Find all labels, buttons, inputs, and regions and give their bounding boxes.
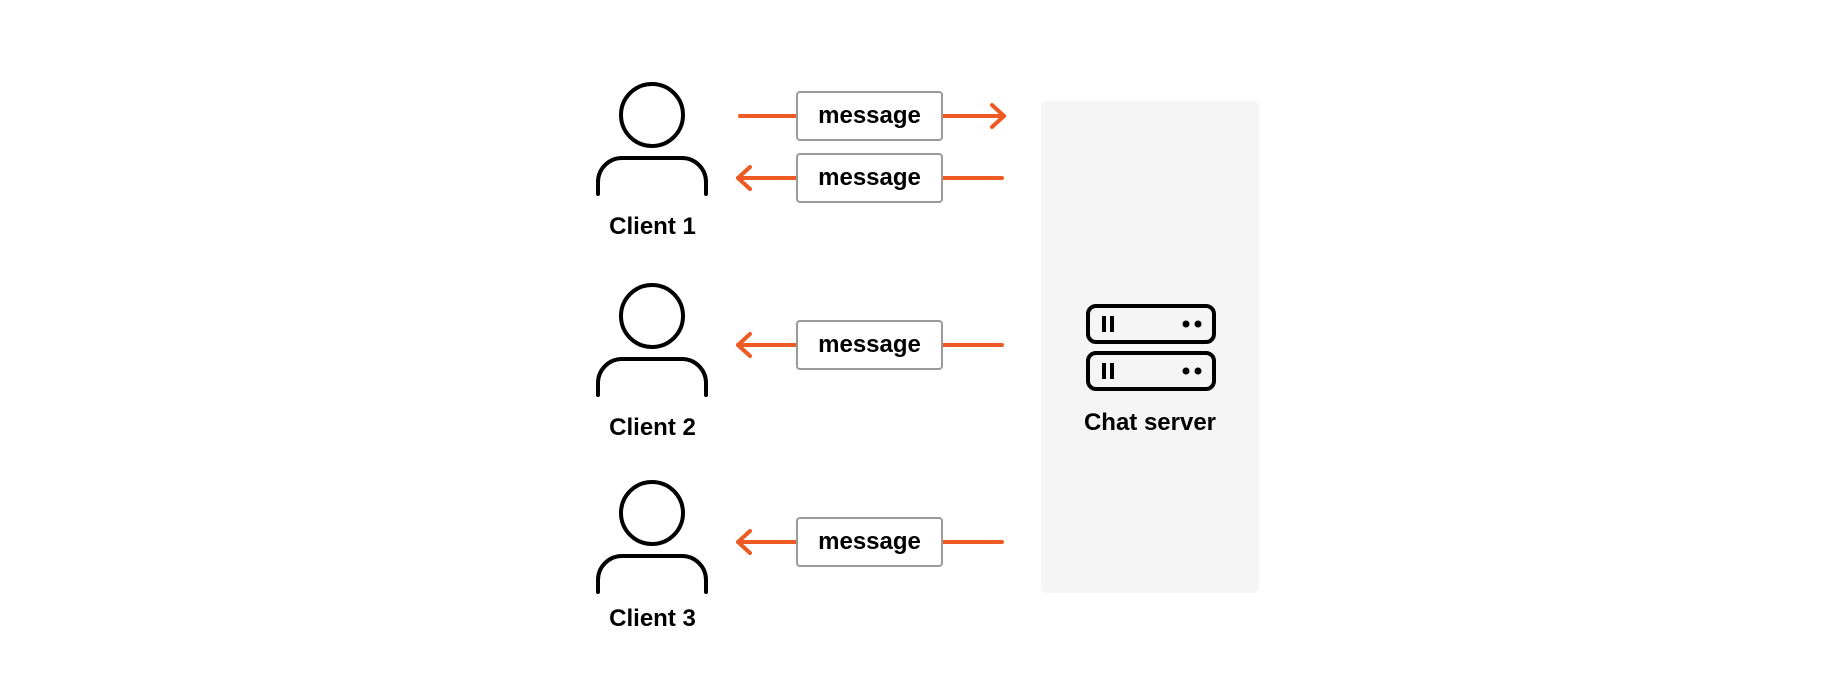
person-icon xyxy=(596,82,708,196)
person-icon xyxy=(596,283,708,397)
message-box: message xyxy=(796,91,943,141)
message-box: message xyxy=(796,517,943,567)
arrow-to-client xyxy=(736,165,1004,191)
client-label: Client 3 xyxy=(609,605,696,632)
message-box: message xyxy=(796,153,943,203)
person-icon xyxy=(596,480,708,594)
client-label: Client 1 xyxy=(609,213,696,240)
message-box: message xyxy=(796,320,943,370)
arrow-to-server xyxy=(738,103,1006,129)
server-panel xyxy=(1041,101,1259,593)
server-icon xyxy=(1086,304,1216,391)
server-label: Chat server xyxy=(1083,409,1217,436)
client-label: Client 2 xyxy=(609,414,696,441)
arrow-to-client xyxy=(736,332,1004,358)
arrow-to-client xyxy=(736,529,1004,555)
